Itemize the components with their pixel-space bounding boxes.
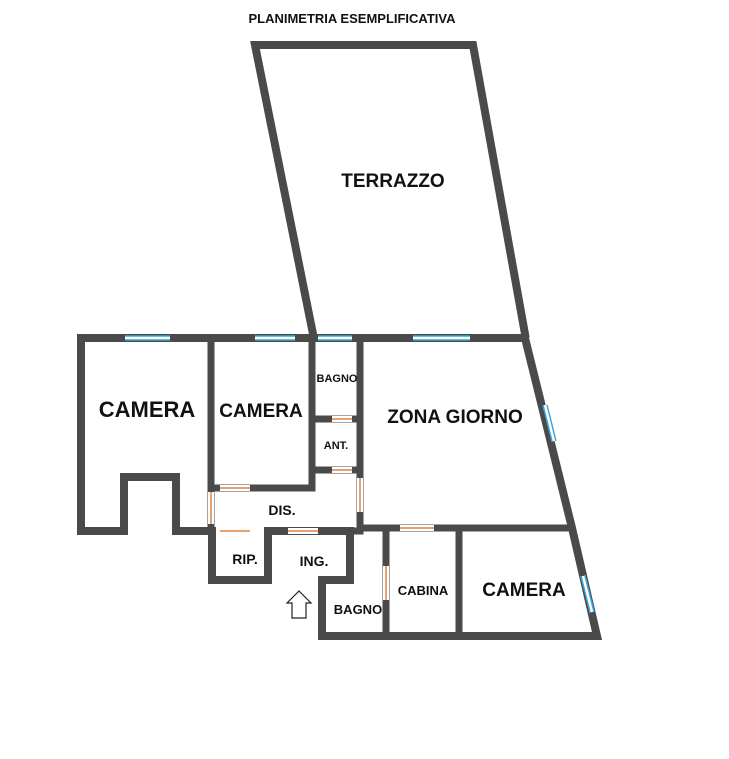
room-label-ant: ANT. <box>324 440 348 452</box>
doors <box>208 416 434 600</box>
up-arrow-icon <box>285 590 313 619</box>
outer-wall <box>77 334 603 640</box>
room-label-camera-right: CAMERA <box>482 580 566 601</box>
room-label-cabina: CABINA <box>398 583 449 598</box>
room-label-bagno-small: BAGNO <box>317 373 358 385</box>
windows <box>125 335 595 613</box>
plan-title: PLANIMETRIA ESEMPLIFICATIVA <box>248 11 456 26</box>
room-label-zona-giorno: ZONA GIORNO <box>387 407 522 428</box>
room-label-ing: ING. <box>300 553 329 569</box>
room-label-terrazzo: TERRAZZO <box>341 171 444 192</box>
room-label-bagno-bottom: BAGNO <box>334 602 382 617</box>
room-label-camera-mid: CAMERA <box>219 401 303 422</box>
room-label-camera-left: CAMERA <box>99 397 196 422</box>
room-label-dis: DIS. <box>268 502 295 518</box>
terrace-wall <box>250 41 530 339</box>
room-label-rip: RIP. <box>232 551 257 567</box>
